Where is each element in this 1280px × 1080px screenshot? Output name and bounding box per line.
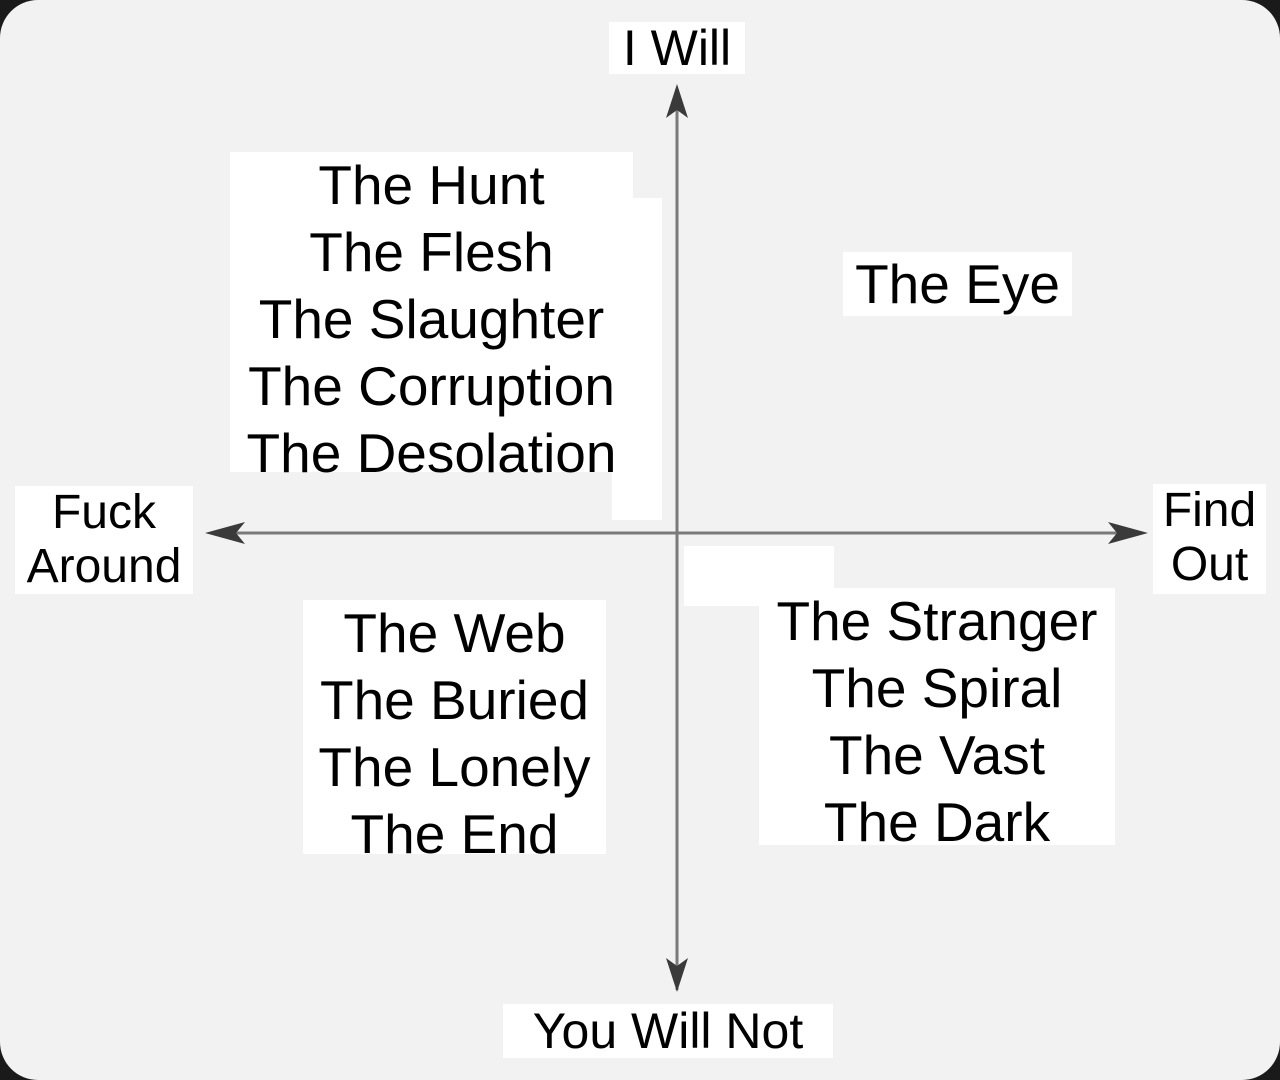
axis-label-right-line: Out xyxy=(1170,538,1249,591)
arrow-up-icon xyxy=(666,84,688,118)
quadrant-item: The Spiral xyxy=(811,657,1063,719)
axis-label-left-line: Fuck xyxy=(51,486,156,539)
quadrant-item: The Desolation xyxy=(246,422,617,484)
quadrant-item: The Eye xyxy=(855,253,1060,315)
axis-label-bottom: You Will Not xyxy=(503,1004,833,1058)
axis-label-right: Find Out xyxy=(1153,484,1266,594)
quadrant-item: The Buried xyxy=(319,669,590,731)
quadrant-item: The Vast xyxy=(828,724,1046,786)
quadrant-bottom-right: The Stranger The Spiral The Vast The Dar… xyxy=(759,588,1115,853)
axis-label-left: Fuck Around xyxy=(15,486,193,594)
quadrant-item: The Corruption xyxy=(248,355,615,417)
quadrant-item: The Slaughter xyxy=(258,288,605,350)
quadrant-item: The End xyxy=(350,803,559,865)
axis-label-right-line: Find xyxy=(1162,484,1257,537)
axis-label-left-line: Around xyxy=(26,540,182,593)
quadrant-item: The Dark xyxy=(823,791,1051,853)
arrow-down-icon xyxy=(666,958,688,992)
arrow-left-icon xyxy=(205,522,245,544)
quadrant-bottom-left: The Web The Buried The Lonely The End xyxy=(303,600,606,865)
quadrant-item: The Stranger xyxy=(776,590,1098,652)
axis-label-top: I Will xyxy=(609,22,745,74)
quadrant-item: The Web xyxy=(343,602,566,664)
arrow-right-icon xyxy=(1108,522,1148,544)
quadrant-item: The Lonely xyxy=(318,736,591,798)
quadrant-item: The Flesh xyxy=(309,221,554,283)
quadrant-top-left: The Hunt The Flesh The Slaughter The Cor… xyxy=(230,152,633,484)
quadrant-item: The Hunt xyxy=(318,154,545,216)
quadrant-top-right: The Eye xyxy=(843,252,1072,316)
